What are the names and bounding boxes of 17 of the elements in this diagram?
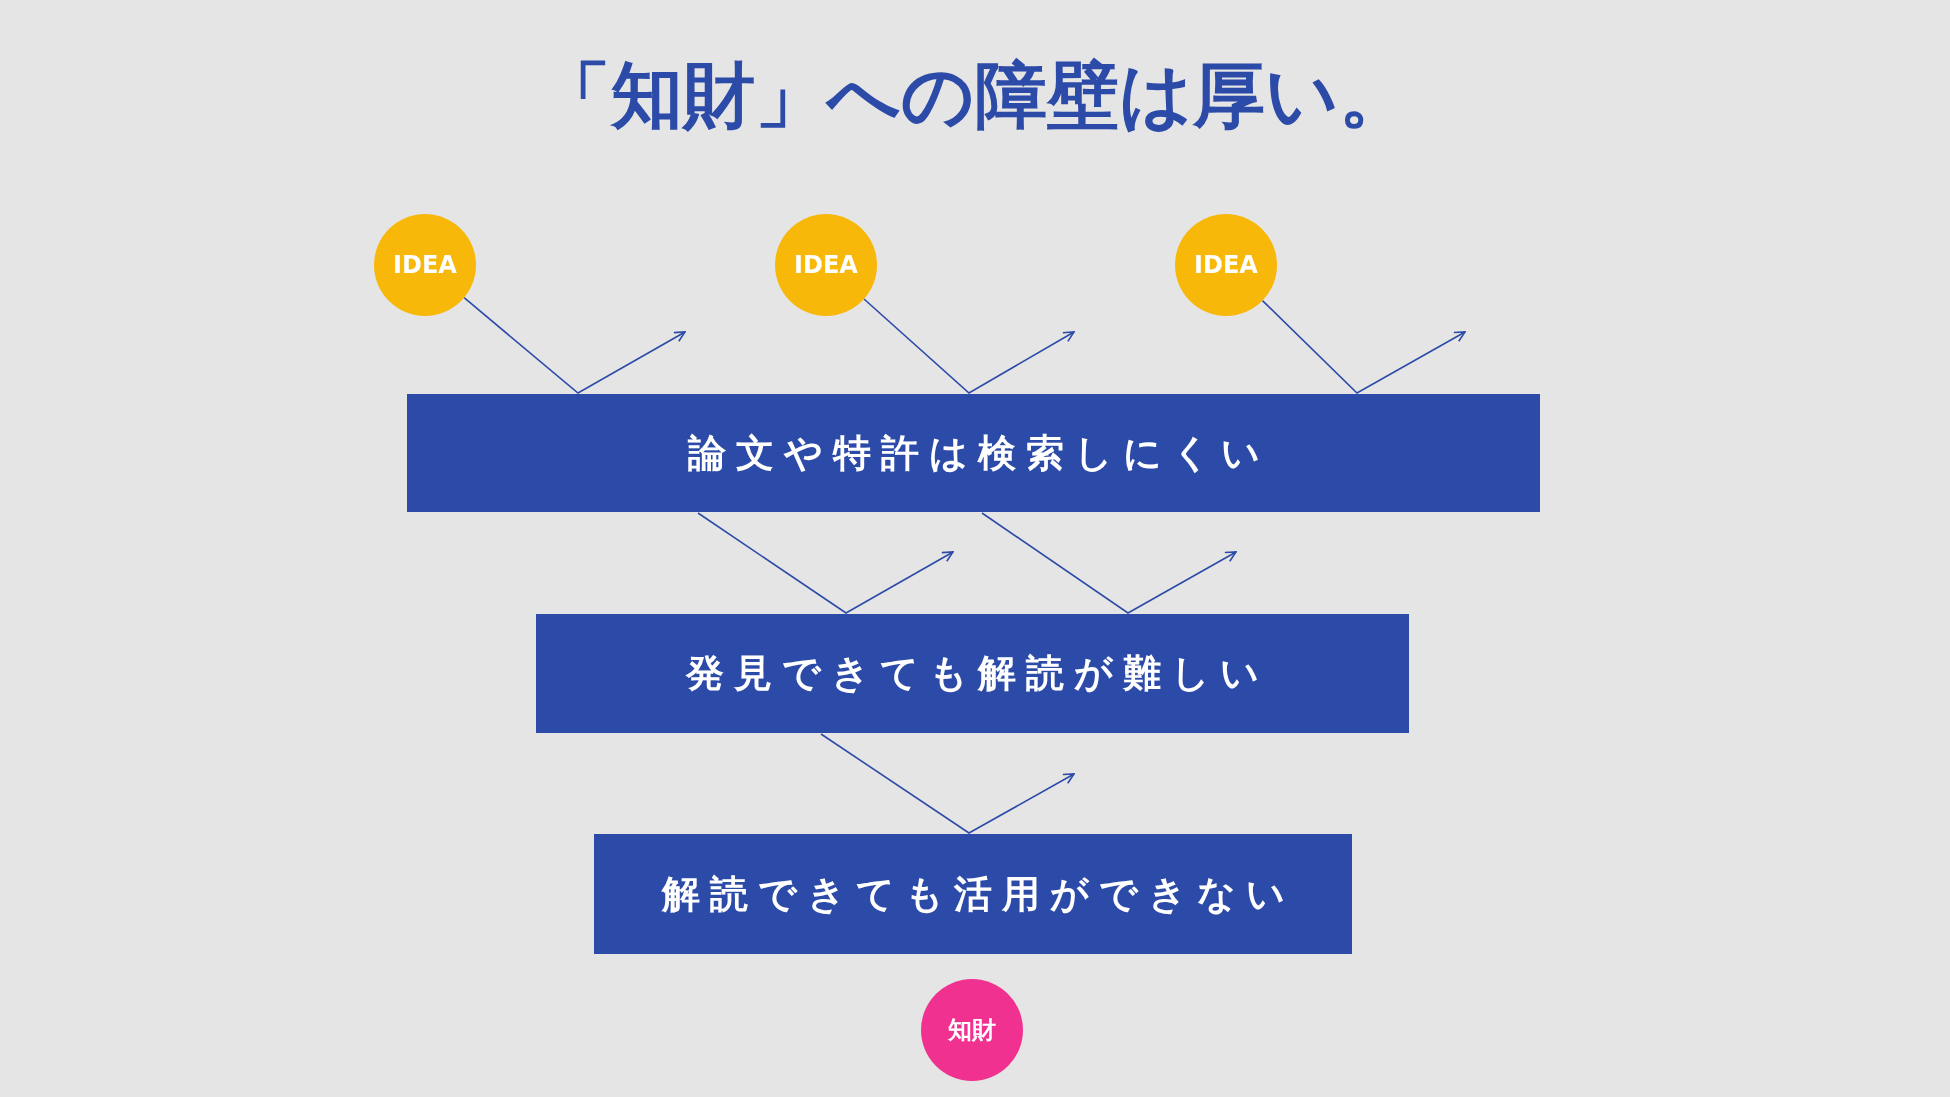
- node-label: IDEA: [794, 251, 858, 279]
- title: 「知財」への障壁は厚い。: [539, 52, 1411, 139]
- arrow: [1261, 299, 1466, 394]
- arrow: [981, 512, 1237, 614]
- arrow: [463, 296, 686, 394]
- node-label: IDEA: [393, 251, 457, 279]
- node-label: 発見できても解読が難しい: [686, 650, 1269, 697]
- node-label: 解読できても活用ができない: [661, 870, 1295, 918]
- arrow: [820, 733, 1075, 834]
- obstacle-bar: [407, 394, 1540, 512]
- obstacle-bar: [536, 614, 1409, 733]
- arrow: [863, 298, 1075, 394]
- node-label: 知財: [948, 1015, 996, 1046]
- node-label: 論文や特許は検索しにくい: [687, 429, 1270, 477]
- obstacle-bar: [594, 834, 1352, 954]
- arrow: [697, 512, 954, 614]
- node-label: IDEA: [1194, 251, 1258, 279]
